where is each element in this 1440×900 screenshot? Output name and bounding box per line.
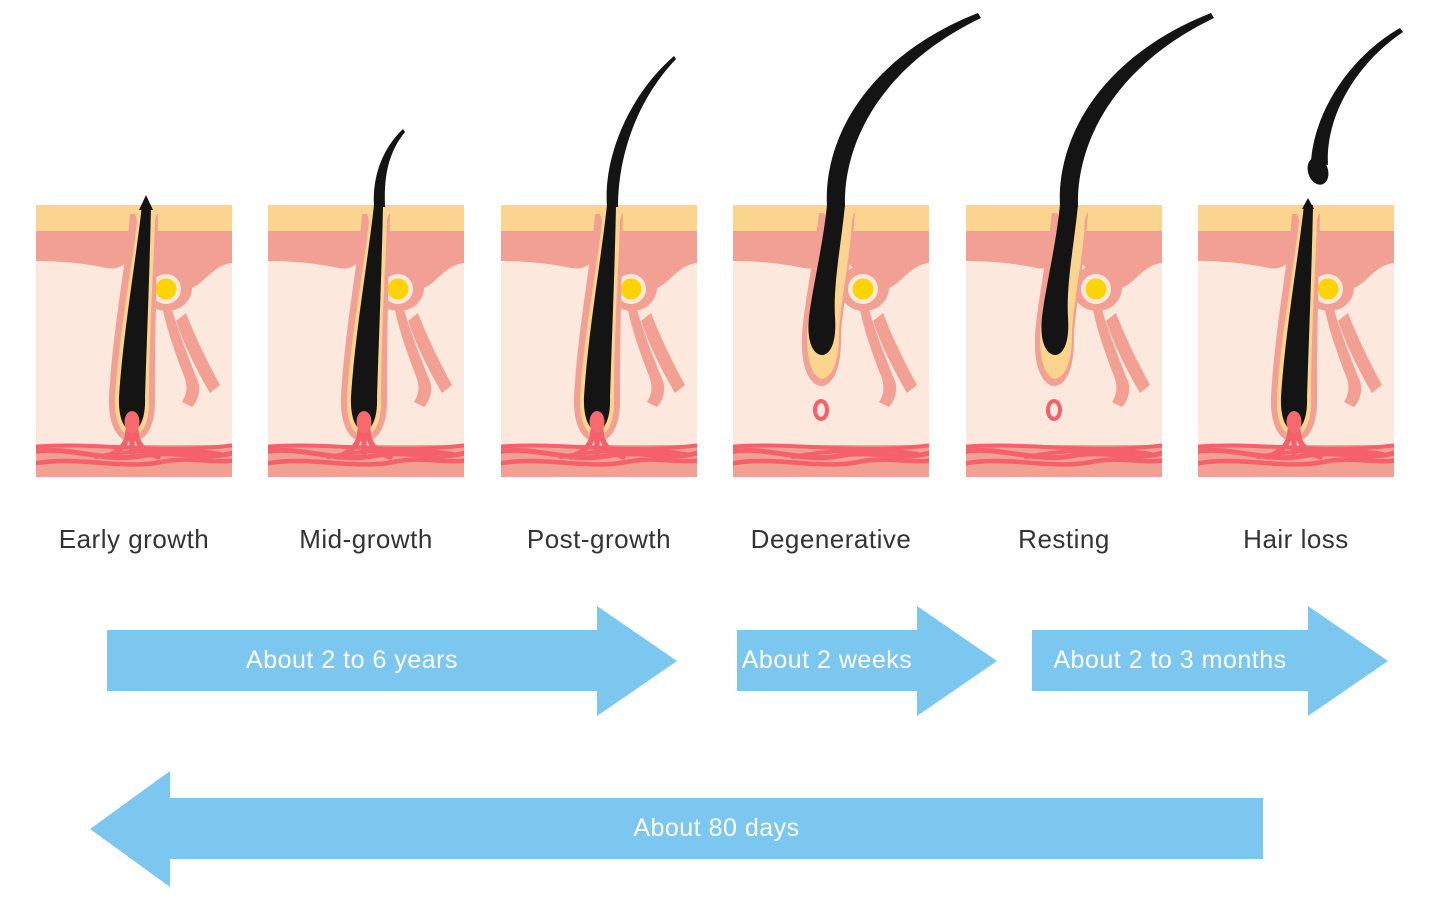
follicle-illustration-early-growth [36, 195, 232, 477]
stage-label-early-growth: Early growth [58, 524, 210, 554]
stage-panel-degenerative [733, 0, 981, 477]
arrow-head-right-icon [917, 606, 997, 716]
stage-panel-early-growth [36, 0, 232, 477]
stage-label-degenerative: Degenerative [750, 524, 912, 554]
timeline-arrow-growth-label: About 2 to 6 years [246, 646, 458, 674]
arrow-head-left-icon [90, 771, 170, 887]
follicle-illustration-degenerative [733, 13, 981, 477]
timeline-arrow-resting-label: About 2 to 3 months [1053, 646, 1287, 674]
stage-panel-resting [966, 0, 1214, 477]
stage-panel-post-growth [501, 0, 697, 477]
arrow-head-right-icon [597, 606, 677, 716]
follicle-illustration-resting [966, 13, 1214, 477]
follicle-illustration-hair-loss [1198, 28, 1403, 477]
stage-panel-mid-growth [268, 0, 464, 477]
follicle-illustration-mid-growth [268, 129, 464, 477]
stage-label-post-growth: Post-growth [526, 524, 672, 554]
timeline-arrow-degenerative-label: About 2 weeks [741, 646, 913, 674]
arrow-head-right-icon [1308, 606, 1388, 716]
stage-label-resting: Resting [1018, 524, 1110, 554]
stage-panel-hair-loss [1198, 0, 1403, 477]
detached-hair [1307, 28, 1403, 185]
follicle-illustration-post-growth [501, 56, 697, 477]
timeline-arrow-full-cycle-label: About 80 days [633, 814, 800, 842]
stage-label-mid-growth: Mid-growth [299, 524, 433, 554]
stage-label-hair-loss: Hair loss [1243, 524, 1349, 554]
